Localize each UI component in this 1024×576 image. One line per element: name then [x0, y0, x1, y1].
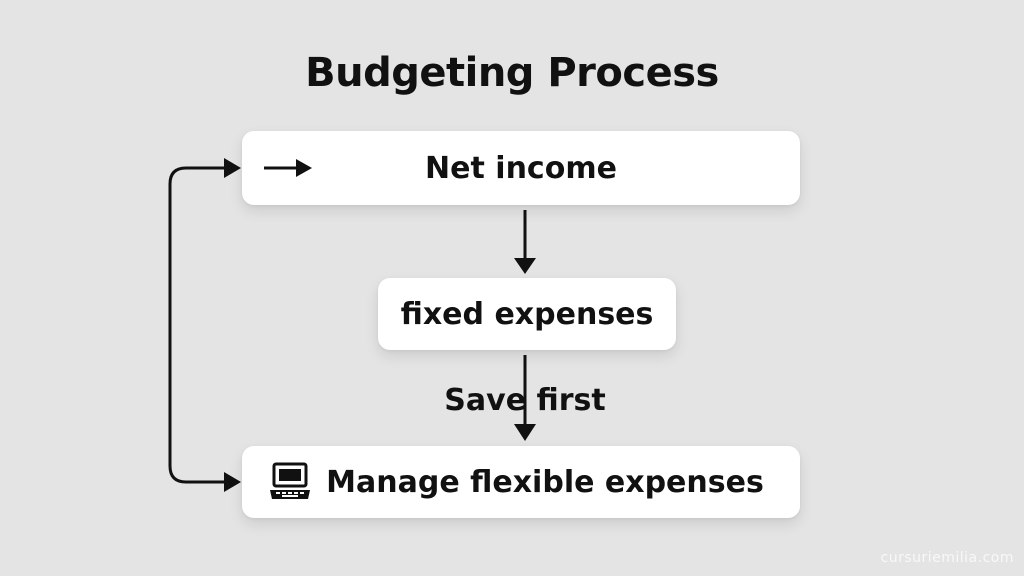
- laptop-icon: [268, 462, 312, 502]
- node-flexible-expenses: Manage flexible expenses: [242, 446, 800, 518]
- node-fixed-expenses-label: fixed expenses: [400, 296, 654, 332]
- node-net-income: Net income: [242, 131, 800, 205]
- node-net-income-label: Net income: [425, 150, 617, 186]
- node-fixed-expenses: fixed expenses: [378, 278, 676, 350]
- watermark: cursuriemilia.com: [880, 550, 1014, 566]
- right-arrow-icon: [262, 156, 314, 180]
- node-flexible-expenses-label: Manage flexible expenses: [326, 464, 764, 500]
- loop-back-line: [168, 166, 228, 484]
- loop-arrowhead-bottom: [224, 472, 241, 492]
- arrowhead-fixed-to-flex: [514, 424, 536, 441]
- diagram-title: Budgeting Process: [305, 50, 719, 96]
- edge-label-save-first: Save first: [444, 383, 606, 418]
- loop-arrowhead-top: [224, 158, 241, 178]
- arrowhead-net-to-fixed: [514, 258, 536, 274]
